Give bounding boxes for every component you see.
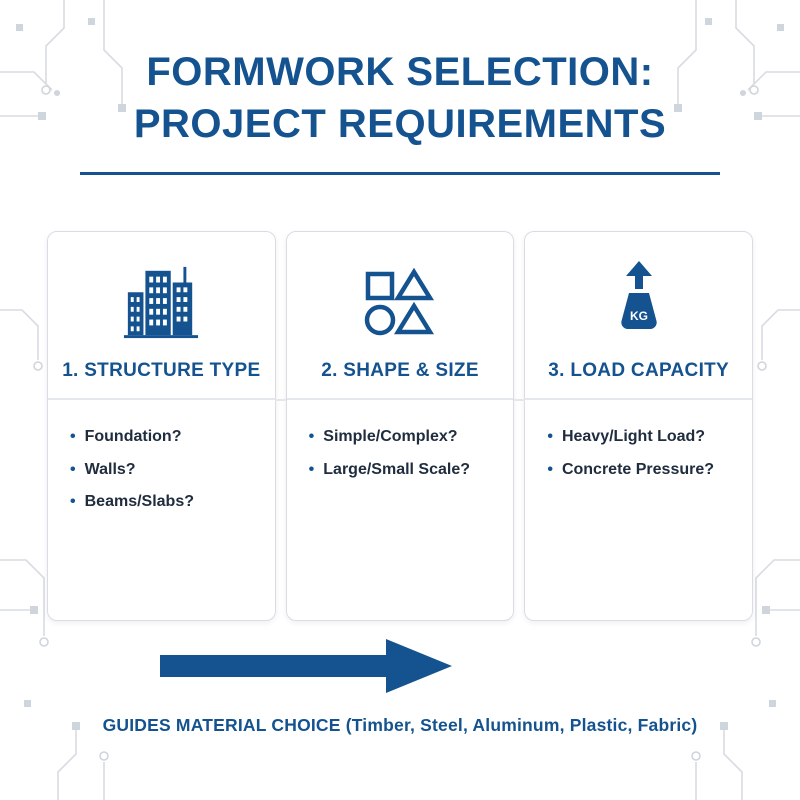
list-item: • Large/Small Scale? — [309, 459, 502, 481]
weight-icon: KG — [525, 256, 752, 348]
building-icon — [48, 256, 275, 348]
card-divider — [48, 398, 275, 400]
list-item-label: Beams/Slabs? — [84, 493, 194, 511]
right-arrow-icon — [160, 639, 452, 693]
requirement-cards: 1. STRUCTURE TYPE • Foundation? • Walls? •… — [47, 231, 754, 621]
bullet-dot: • — [308, 428, 315, 445]
card-divider — [525, 398, 753, 400]
card-structure-type: 1. STRUCTURE TYPE • Foundation? • Walls? •… — [47, 231, 276, 621]
list-item: • Foundation? — [70, 426, 263, 448]
list-item: • Beams/Slabs? — [70, 491, 263, 513]
bullet-dot: • — [547, 460, 553, 478]
bullet-dot: • — [547, 428, 553, 445]
page-title-line2: PROJECT REQUIREMENTS — [133, 102, 667, 146]
flow-arrow — [160, 637, 800, 695]
list-item-label: Simple/Complex? — [323, 428, 458, 445]
page-title: FORMWORK SELECTION: PROJECT REQUIREMENTS — [0, 46, 800, 150]
list-item: • Simple/Complex? — [309, 426, 502, 448]
bullet-dot: • — [308, 460, 315, 478]
list-item-label: Heavy/Light Load? — [561, 428, 706, 445]
title-divider — [80, 172, 720, 175]
card-heading-load-capacity: 3. LOAD CAPACITY — [548, 360, 730, 381]
list-item-label: Concrete Pressure? — [561, 460, 715, 478]
bullet-dot: • — [70, 428, 76, 445]
card-connector-line — [275, 399, 286, 401]
header: FORMWORK SELECTION: PROJECT REQUIREMENTS — [0, 0, 800, 175]
list-item-label: Foundation? — [84, 428, 182, 445]
load-capacity-list: • Heavy/Light Load? • Concrete Pressure? — [525, 426, 752, 491]
card-connector-line — [514, 399, 525, 401]
list-item: • Heavy/Light Load? — [547, 426, 740, 448]
card-heading-structure-type: 1. STRUCTURE TYPE — [62, 360, 261, 381]
list-item: • Concrete Pressure? — [547, 459, 740, 481]
list-item: • Walls? — [70, 459, 263, 481]
bullet-dot: • — [70, 460, 76, 478]
card-heading-shape-size: 2. SHAPE & SIZE — [321, 360, 479, 381]
list-item-label: Large/Small Scale? — [323, 460, 471, 478]
weight-icon-label: KG — [630, 309, 648, 323]
structure-type-list: • Foundation? • Walls? • Beams/Slabs? — [48, 426, 275, 524]
card-shape-size: 2. SHAPE & SIZE • Simple/Complex? • Large/… — [285, 231, 515, 621]
shapes-icon — [287, 256, 514, 348]
list-item-label: Walls? — [84, 460, 136, 478]
footer-caption: GUIDES MATERIAL CHOICE (Timber, Steel, A… — [102, 715, 698, 735]
bullet-dot: • — [70, 493, 76, 511]
card-load-capacity: KG 3. LOAD CAPACITY • Heavy/Light Load? •… — [524, 231, 754, 621]
card-divider — [286, 398, 514, 400]
page-title-line1: FORMWORK SELECTION: — [146, 50, 654, 94]
shape-size-list: • Simple/Complex? • Large/Small Scale? — [287, 426, 514, 491]
